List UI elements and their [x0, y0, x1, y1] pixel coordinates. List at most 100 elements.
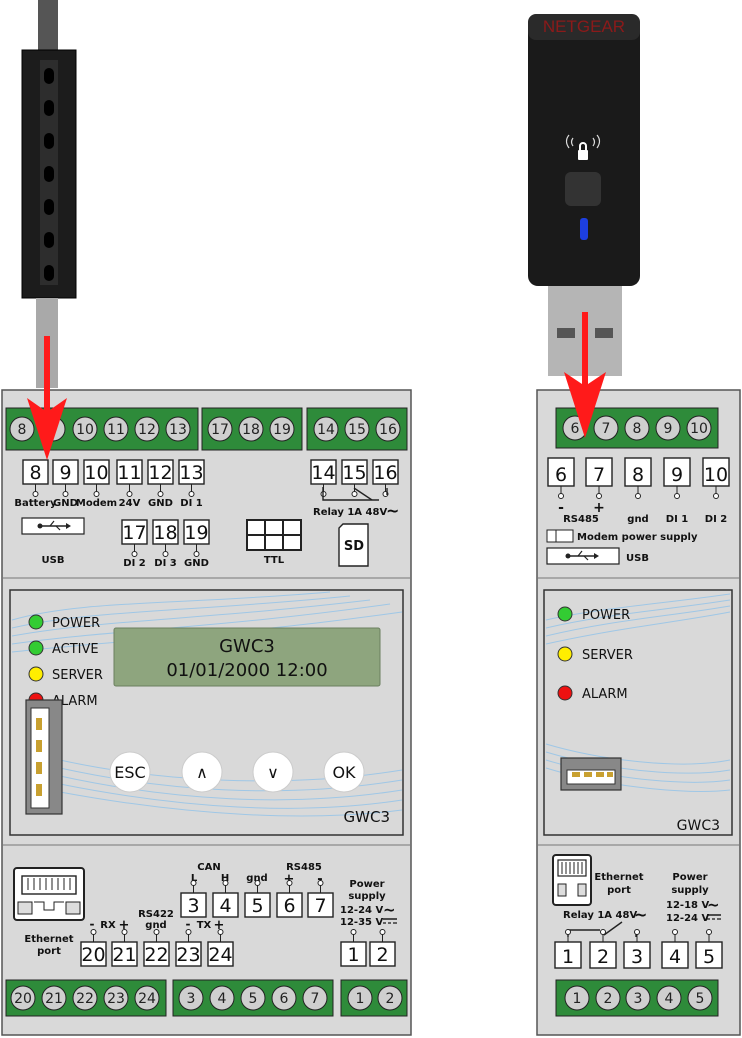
strip-screw-20: 20	[10, 985, 36, 1011]
strip-screw-21: 21	[41, 985, 67, 1011]
terminal-label: GND	[148, 498, 173, 509]
down-button[interactable]: ∨	[252, 751, 294, 793]
terminal-number: 9	[671, 464, 683, 486]
rx-plus: +	[119, 918, 130, 933]
front-usb-port[interactable]	[25, 699, 63, 815]
terminal-number: 22	[144, 944, 168, 966]
terminal-plug-cable	[21, 0, 77, 388]
rs485-label: RS485	[286, 862, 322, 873]
terminal-number: 13	[179, 462, 203, 484]
strip-screw-label: 2	[386, 991, 395, 1007]
ethernet-label-1: Ethernet	[594, 872, 643, 883]
terminal-23: 23	[175, 929, 202, 967]
usb-port[interactable]: USB	[21, 517, 85, 566]
esc-button[interactable]: ESC	[109, 751, 151, 793]
terminal-5: 5	[695, 929, 723, 969]
dc-symbol	[383, 918, 397, 924]
power-ac-label: 12-24 V	[340, 905, 383, 916]
terminal-5: 5	[244, 880, 271, 918]
rs422-gnd: gnd	[145, 920, 166, 931]
lcd-line-2: 01/01/2000 12:00	[166, 660, 327, 681]
terminal-9: 9	[52, 459, 79, 497]
tx-plus: +	[214, 918, 225, 933]
strip-screw-label: 19	[273, 422, 291, 438]
strip-screw-label: 16	[379, 422, 397, 438]
terminal-11: 11	[116, 459, 143, 497]
ethernet-port[interactable]: Ethernet port	[13, 867, 85, 957]
power-label-1: Power	[672, 872, 707, 883]
ethernet-label-1: Ethernet	[24, 934, 73, 945]
strip-screw-label: 3	[634, 991, 643, 1007]
sd-label: SD	[344, 539, 364, 554]
terminal-label: DI 2	[123, 558, 146, 569]
terminal-label: Battery	[14, 498, 57, 509]
terminal-2: 2	[589, 929, 617, 969]
ok-button[interactable]: OK	[323, 751, 365, 793]
strip-screw-12: 12	[134, 416, 160, 442]
led-label: POWER	[52, 616, 100, 631]
rx-minus: -	[90, 917, 95, 931]
rs485-plus: +	[284, 872, 295, 887]
terminal-number: 5	[703, 946, 715, 968]
dc-symbol	[707, 914, 721, 920]
rs485-minus: -	[317, 872, 322, 887]
terminal-number: 6	[555, 464, 567, 486]
terminal-number: 2	[597, 946, 609, 968]
terminal-24: 24	[207, 929, 234, 967]
relay-label: Relay 1A 48V	[313, 507, 387, 518]
model-label: GWC3	[677, 818, 720, 834]
terminal-number: 24	[208, 944, 232, 966]
terminal-number: 14	[311, 462, 335, 484]
strip-screw-15: 15	[344, 416, 370, 442]
terminal-label: DI 1	[180, 498, 203, 509]
bottom-labels: Power supply 12-18 V ~ 12-24 V Relay 1A …	[563, 872, 721, 924]
terminal-18: 18	[152, 519, 179, 557]
strip-screw-7: 7	[593, 415, 619, 441]
ac-symbol: ~	[383, 901, 396, 919]
can-h-label: H	[221, 873, 229, 884]
wifi-lock-icon	[565, 134, 601, 160]
usb-label: USB	[42, 555, 65, 566]
up-button[interactable]: ∧	[181, 751, 223, 793]
gnd-label: gnd	[246, 873, 267, 884]
terminal-22: 22	[143, 929, 170, 967]
strip-screw-7: 7	[302, 985, 328, 1011]
terminal-19: 19	[183, 519, 210, 557]
wps-button[interactable]	[565, 172, 601, 206]
terminal-number: 2	[376, 944, 388, 966]
terminal-9: 9	[663, 457, 691, 499]
front-usb-port[interactable]	[560, 757, 622, 791]
terminal-10: 10	[83, 459, 110, 497]
terminal-number: 15	[342, 462, 366, 484]
button-label: OK	[332, 763, 356, 782]
terminal-number: 1	[562, 946, 574, 968]
strip-screw-3: 3	[625, 985, 651, 1011]
strip-screw-label: 2	[604, 991, 613, 1007]
strip-screw-label: 6	[280, 991, 289, 1007]
usb-port[interactable]: USB	[546, 547, 649, 565]
strip-screw-label: 7	[311, 991, 320, 1007]
strip-screw-14: 14	[313, 416, 339, 442]
terminal-13: 13	[178, 459, 205, 497]
sd-card-slot[interactable]: SD	[338, 523, 369, 567]
strip-screw-6: 6	[271, 985, 297, 1011]
terminal-4: 4	[661, 929, 689, 969]
led-label: ALARM	[582, 687, 628, 702]
terminal-number: 17	[122, 522, 146, 544]
ethernet-port[interactable]: Ethernet port	[552, 854, 644, 906]
terminal-number: 9	[59, 462, 71, 484]
led-power: POWER	[557, 606, 630, 623]
strip-screw-label: 1	[573, 991, 582, 1007]
strip-screw-label: 6	[571, 421, 580, 437]
strip-screw-8: 8	[9, 416, 35, 442]
strip-screw-label: 3	[187, 991, 196, 1007]
terminal-label: +	[593, 500, 605, 516]
power-label-1: Power	[349, 879, 384, 890]
terminal-number: 16	[373, 462, 397, 484]
strip-screw-label: 22	[76, 991, 94, 1007]
